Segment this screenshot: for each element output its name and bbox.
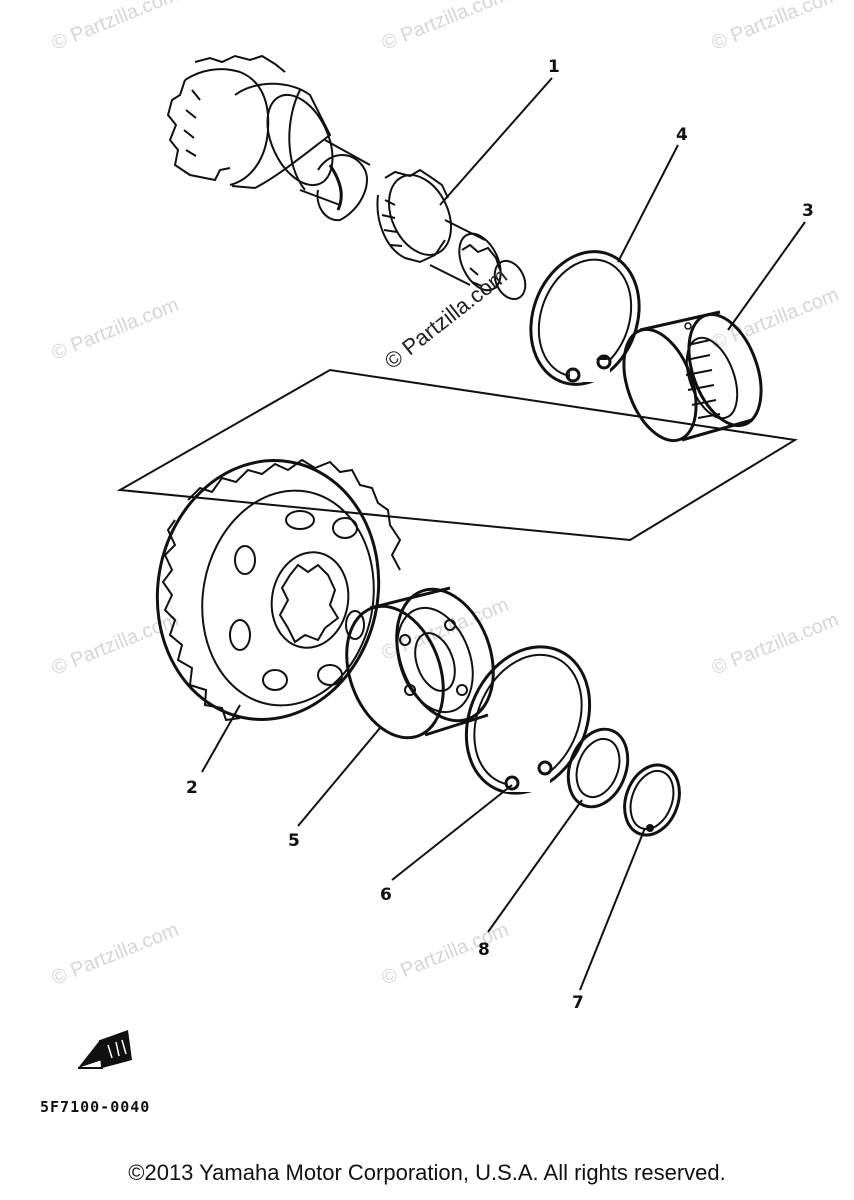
watermark: © Partzilla.com: [49, 294, 182, 365]
partzilla-stamp: © Partzilla.com: [380, 263, 512, 374]
washer-8: [566, 727, 630, 809]
circlip-7: [623, 763, 681, 837]
callouts: 1 4 3 2 5 6 8 7: [186, 57, 814, 1013]
shaft-gear-right: [376, 168, 452, 264]
watermark: © Partzilla.com: [379, 0, 512, 55]
shaft-assembly: [166, 54, 527, 301]
callout-3: 3: [802, 201, 814, 221]
gear-2: [155, 458, 402, 722]
callout-7: 7: [572, 993, 584, 1013]
diagram-code: 5F7100-0040: [40, 1098, 150, 1116]
callout-4: 4: [676, 125, 688, 145]
watermark: © Partzilla.com: [49, 919, 182, 990]
forward-arrow-icon: [78, 1030, 132, 1069]
callout-6: 6: [380, 885, 392, 905]
leader-lines: [201, 77, 806, 991]
callout-5: 5: [288, 831, 300, 851]
circlip-6: [464, 645, 592, 795]
watermark: © Partzilla.com: [49, 0, 182, 55]
callout-1: 1: [548, 57, 560, 77]
watermark: © Partzilla.com: [709, 0, 842, 55]
assembly-plane: [116, 368, 798, 542]
needle-bearing-3: [622, 310, 763, 443]
watermark: © Partzilla.com: [379, 919, 512, 990]
callout-8: 8: [478, 940, 490, 960]
callout-2: 2: [186, 778, 198, 798]
watermark: © Partzilla.com: [49, 609, 182, 680]
watermark: © Partzilla.com: [709, 609, 842, 680]
copyright-notice: ©2013 Yamaha Motor Corporation, U.S.A. A…: [128, 1160, 726, 1185]
circlip-4: [529, 250, 641, 386]
